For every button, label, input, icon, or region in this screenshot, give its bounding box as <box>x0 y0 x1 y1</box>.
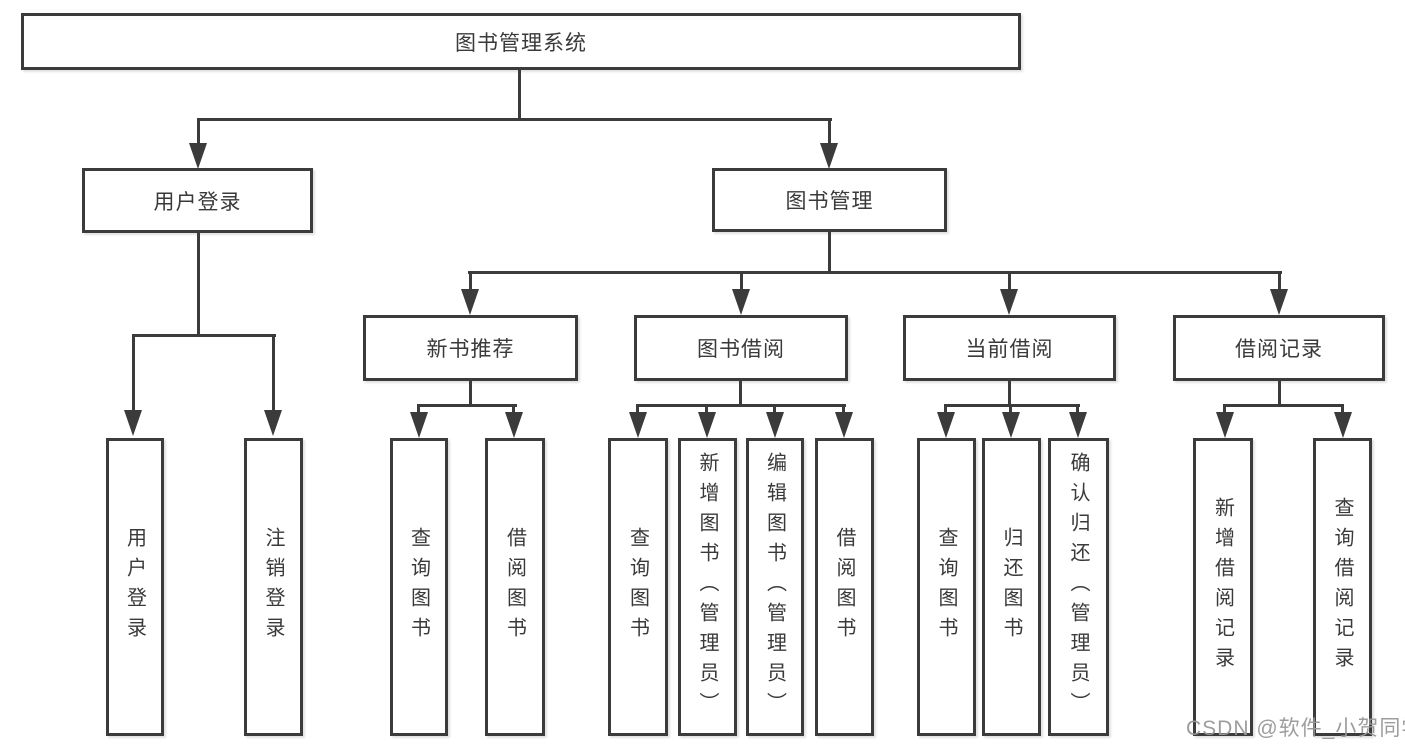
node-new-book-recommend: 新书推荐 <box>363 315 578 381</box>
arrowhead-down-icon <box>189 143 207 169</box>
arrowhead-down-icon <box>264 410 282 436</box>
node-borrow-records: 借阅记录 <box>1173 315 1385 381</box>
connector-line <box>636 404 846 407</box>
arrowhead-down-icon <box>766 412 784 438</box>
arrowhead-down-icon <box>835 412 853 438</box>
arrowhead-down-icon <box>1270 289 1288 315</box>
connector-line <box>469 381 472 407</box>
connector-line <box>1341 404 1344 414</box>
connector-line <box>828 118 831 146</box>
connector-line <box>1223 404 1344 407</box>
leaf-borrowing-borrow-books: 借阅图书 <box>815 438 874 736</box>
connector-line <box>518 70 521 118</box>
arrowhead-down-icon <box>937 412 955 438</box>
connector-line <box>132 334 276 337</box>
arrowhead-down-icon <box>698 412 716 438</box>
node-book-management: 图书管理 <box>712 168 947 232</box>
connector-line <box>272 334 275 412</box>
connector-line <box>197 118 832 121</box>
leaf-records-query-borrow-record: 查询借阅记录 <box>1313 438 1372 736</box>
connector-line <box>468 271 1282 274</box>
leaf-logout: 注销登录 <box>244 438 303 736</box>
connector-line <box>705 404 708 414</box>
node-root-library-system: 图书管理系统 <box>21 13 1021 70</box>
leaf-recommend-query-books: 查询图书 <box>390 438 448 736</box>
connector-line <box>1223 404 1226 414</box>
node-book-borrowing: 图书借阅 <box>634 315 848 381</box>
connector-line <box>636 404 639 414</box>
connector-line <box>197 118 200 146</box>
connector-line <box>1008 381 1011 407</box>
connector-line <box>944 404 1080 407</box>
arrowhead-down-icon <box>820 143 838 169</box>
arrowhead-down-icon <box>1334 412 1352 438</box>
node-user-login: 用户登录 <box>82 168 313 233</box>
arrowhead-down-icon <box>1216 412 1234 438</box>
arrowhead-down-icon <box>505 412 523 438</box>
leaf-borrowing-query-books: 查询图书 <box>608 438 668 736</box>
connector-line <box>1278 271 1281 291</box>
node-current-borrowing: 当前借阅 <box>903 315 1116 381</box>
connector-line <box>417 404 420 414</box>
connector-line <box>828 232 831 274</box>
connector-line <box>1009 404 1012 414</box>
leaf-records-add-borrow-record: 新增借阅记录 <box>1193 438 1253 736</box>
leaf-borrowing-add-books-admin: 新增图书（管理员） <box>678 438 737 736</box>
connector-line <box>512 404 515 414</box>
arrowhead-down-icon <box>629 412 647 438</box>
arrowhead-down-icon <box>1002 412 1020 438</box>
connector-line <box>842 404 845 414</box>
connector-line <box>740 271 743 291</box>
arrowhead-down-icon <box>1069 412 1087 438</box>
connector-line <box>417 404 517 407</box>
connector-line <box>944 404 947 414</box>
leaf-user-login: 用户登录 <box>106 438 164 736</box>
leaf-current-query-books: 查询图书 <box>917 438 976 736</box>
connector-line <box>132 334 135 412</box>
leaf-current-return-books: 归还图书 <box>982 438 1041 736</box>
arrowhead-down-icon <box>461 289 479 315</box>
arrowhead-down-icon <box>410 412 428 438</box>
arrowhead-down-icon <box>1000 289 1018 315</box>
connector-line <box>197 233 200 337</box>
leaf-borrowing-edit-books-admin: 编辑图书（管理员） <box>746 438 804 736</box>
connector-line <box>773 404 776 414</box>
arrowhead-down-icon <box>732 289 750 315</box>
connector-line <box>469 271 472 291</box>
connector-line <box>739 381 742 407</box>
connector-line <box>1278 381 1281 407</box>
leaf-current-confirm-return-admin: 确认归还（管理员） <box>1048 438 1109 736</box>
connector-line <box>1076 404 1079 414</box>
connector-line <box>1008 271 1011 291</box>
arrowhead-down-icon <box>124 410 142 436</box>
leaf-recommend-borrow-books: 借阅图书 <box>485 438 545 736</box>
csdn-watermark: CSDN @软件_小贺同学 <box>1186 717 1405 740</box>
